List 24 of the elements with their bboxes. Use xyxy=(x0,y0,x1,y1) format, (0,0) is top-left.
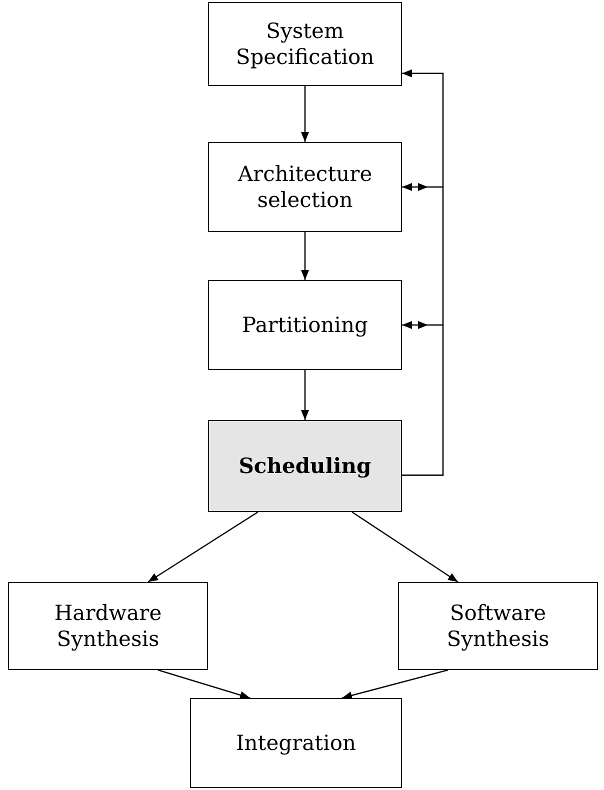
arrow xyxy=(402,321,428,329)
box-label: Hardware Synthesis xyxy=(53,600,163,652)
arrow xyxy=(301,232,309,280)
arrow xyxy=(148,511,258,583)
box-label: Software Synthesis xyxy=(446,600,550,652)
arrow xyxy=(301,86,309,142)
process-box xyxy=(208,280,402,370)
arrow xyxy=(402,69,444,476)
process-box xyxy=(208,142,402,232)
process-box xyxy=(208,2,402,86)
box-label: System Specification xyxy=(234,18,376,70)
box-label: Architecture selection xyxy=(236,160,374,214)
arrow xyxy=(352,511,458,583)
arrow xyxy=(402,183,428,191)
process-box xyxy=(190,698,402,788)
process-box xyxy=(398,582,598,670)
process-box xyxy=(8,582,208,670)
box-label: Scheduling xyxy=(238,452,372,480)
box-label: Integration xyxy=(236,730,356,756)
highlighted-process-box xyxy=(208,420,402,512)
box-label: Partitioning xyxy=(242,312,368,338)
arrow xyxy=(158,669,250,699)
arrow xyxy=(301,370,309,420)
arrow xyxy=(342,669,448,700)
